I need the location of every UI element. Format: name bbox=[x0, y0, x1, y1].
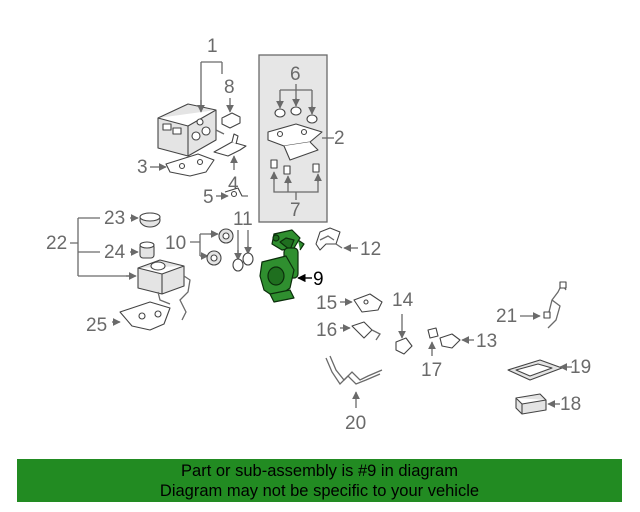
filter-part-24[interactable] bbox=[139, 241, 155, 259]
grommet-parts-6[interactable] bbox=[274, 106, 318, 124]
callout-1: 1 bbox=[207, 36, 218, 57]
callout-6: 6 bbox=[290, 64, 301, 85]
callout-20: 20 bbox=[345, 413, 366, 434]
callout-14: 14 bbox=[392, 290, 414, 311]
callout-16: 16 bbox=[316, 320, 337, 341]
stud-parts-7[interactable] bbox=[270, 159, 320, 175]
clip-part-5[interactable] bbox=[224, 187, 248, 198]
callout-7: 7 bbox=[290, 200, 301, 221]
plate-part-19[interactable] bbox=[507, 359, 563, 381]
pump-motor-part-9[interactable] bbox=[259, 229, 305, 303]
sensor-part-14[interactable] bbox=[395, 337, 413, 355]
bracket-part-3[interactable] bbox=[165, 153, 215, 177]
callout-23: 23 bbox=[104, 208, 125, 229]
brake-line-part-20[interactable] bbox=[325, 355, 383, 386]
connector-part-13[interactable] bbox=[439, 333, 461, 349]
callout-24: 24 bbox=[104, 242, 126, 263]
info-banner: Part or sub-assembly is #9 in diagram Di… bbox=[17, 459, 622, 502]
callout-5: 5 bbox=[203, 187, 214, 208]
callout-8: 8 bbox=[224, 77, 235, 98]
banner-line-1: Part or sub-assembly is #9 in diagram bbox=[181, 462, 458, 480]
exploded-parts-diagram: 1 8 4 3 5 6 2 bbox=[46, 36, 591, 434]
callout-13: 13 bbox=[476, 331, 497, 352]
hose-part-12[interactable] bbox=[315, 227, 343, 251]
bracket-part-2[interactable] bbox=[267, 123, 323, 161]
callout-25: 25 bbox=[86, 315, 107, 336]
bushing-parts-11[interactable] bbox=[232, 252, 254, 272]
callout-4: 4 bbox=[228, 174, 239, 195]
mount-parts-10[interactable] bbox=[206, 228, 234, 266]
callout-10: 10 bbox=[165, 233, 186, 254]
callout-2: 2 bbox=[334, 128, 345, 149]
callout-19: 19 bbox=[570, 357, 591, 378]
callout-12: 12 bbox=[360, 239, 381, 260]
callout-9: 9 bbox=[313, 269, 324, 290]
callout-17: 17 bbox=[421, 360, 442, 381]
bracket-part-4[interactable] bbox=[213, 133, 247, 157]
callout-3: 3 bbox=[137, 157, 148, 178]
module-part-18[interactable] bbox=[515, 393, 547, 415]
callout-11: 11 bbox=[233, 209, 253, 230]
banner-line-2: Diagram may not be specific to your vehi… bbox=[159, 482, 480, 500]
bracket-part-25[interactable] bbox=[119, 301, 171, 331]
callout-18: 18 bbox=[560, 394, 581, 415]
sensor-part-15[interactable] bbox=[353, 293, 383, 313]
clip-part-17[interactable] bbox=[427, 327, 439, 339]
callout-15: 15 bbox=[316, 293, 337, 314]
cap-part-8[interactable] bbox=[221, 112, 241, 129]
sensor-part-16[interactable] bbox=[351, 321, 381, 341]
cap-part-23[interactable] bbox=[139, 212, 161, 228]
harness-part-21[interactable] bbox=[543, 281, 567, 329]
abs-module-part-1[interactable] bbox=[157, 103, 225, 157]
callout-21: 21 bbox=[496, 306, 517, 327]
callout-22: 22 bbox=[46, 233, 67, 254]
leader-1 bbox=[200, 61, 223, 110]
reservoir-part-22[interactable] bbox=[137, 259, 191, 321]
